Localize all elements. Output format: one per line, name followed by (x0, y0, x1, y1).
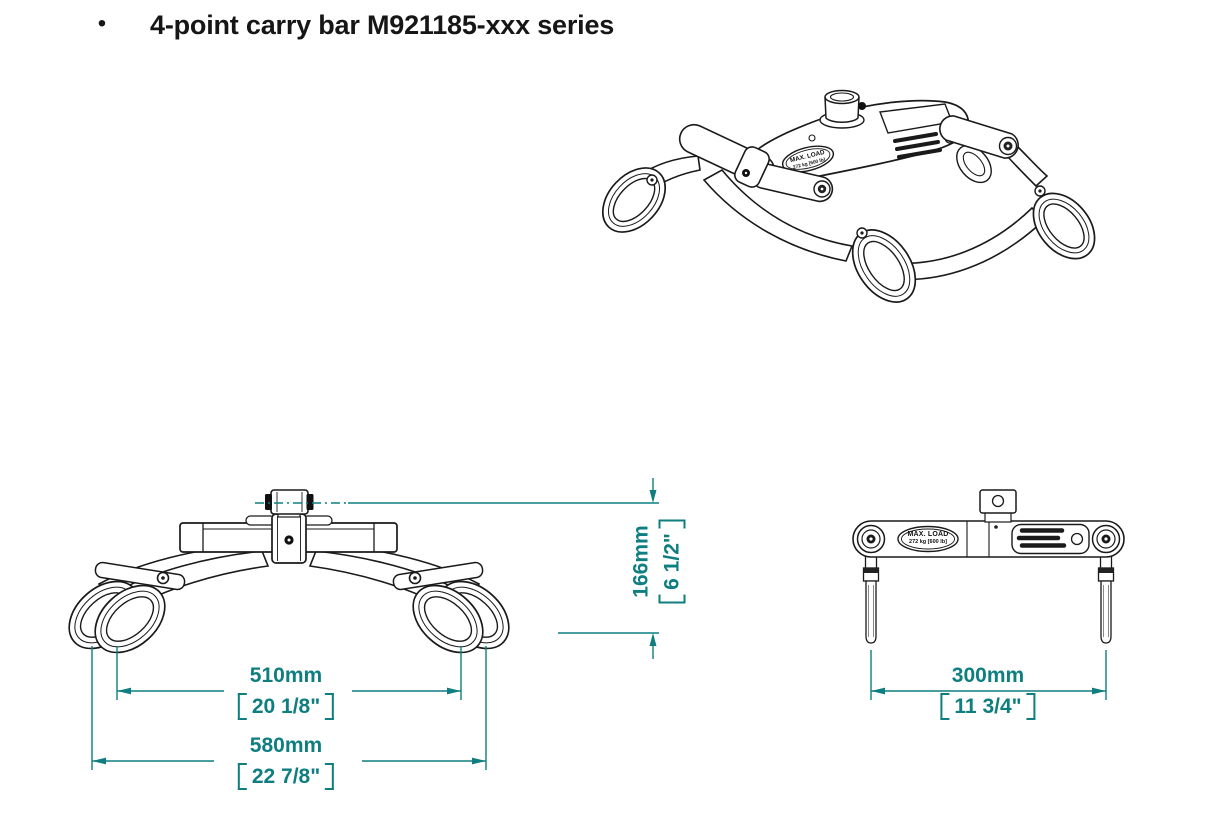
page-title: 4-point carry bar M921185-xxx series (150, 10, 615, 40)
dimension-arrows (92, 490, 1106, 765)
bracket-right (325, 693, 335, 720)
iso-center-clamp (734, 146, 770, 188)
bracket-right (658, 519, 686, 529)
dimension-580mm-imperial: 22 7/8" (237, 763, 335, 790)
side-view-drawing (852, 489, 1125, 644)
isometric-view-drawing: MAX. LOAD 272 kg [600 lb] (601, 89, 1096, 303)
iso-socket (819, 89, 866, 129)
bracket-left (237, 763, 247, 790)
dimension-166mm-imperial: 6 1/2" (658, 519, 686, 604)
max-load-line2: 272 kg [600 lb] (909, 539, 947, 546)
dimension-300mm: 300mm 11 3/4" (940, 664, 1036, 720)
dimension-300mm-imperial: 11 3/4" (940, 693, 1036, 720)
title-bullet: • (97, 10, 107, 37)
side-max-load-text: MAX. LOAD 272 kg [600 lb] (898, 527, 958, 550)
bracket-right (1026, 693, 1036, 720)
iso-grip-slots (893, 132, 942, 159)
iso-hook-far-right (1032, 192, 1096, 260)
side-attachment-knob (979, 489, 1017, 514)
dimension-510mm: 510mm 20 1/8" (237, 664, 335, 720)
front-view-drawing (55, 489, 523, 667)
bracket-left (940, 693, 950, 720)
max-load-line1: MAX. LOAD (907, 531, 949, 538)
bracket-left (237, 693, 247, 720)
bracket-right (325, 763, 335, 790)
side-max-load-badge (897, 525, 959, 553)
iso-max-load-badge: MAX. LOAD 272 kg [600 lb] (781, 145, 835, 173)
dimension-580mm: 580mm 22 7/8" (237, 734, 335, 790)
iso-hook-front-center (851, 229, 917, 303)
dimension-300mm-metric: 300mm (951, 664, 1025, 687)
bracket-left (658, 594, 686, 604)
iso-hook-back-right (956, 144, 992, 184)
dimension-166mm-metric: 166mm (629, 525, 653, 598)
dimension-510mm-imperial: 20 1/8" (237, 693, 335, 720)
page-title-row: • 4-point carry bar M921185-xxx series (92, 6, 614, 44)
dimension-166mm: 166mm 6 1/2" (629, 519, 686, 604)
dimension-510mm-metric: 510mm (249, 664, 323, 687)
dimension-580mm-metric: 580mm (249, 734, 323, 757)
dimension-lines (91, 478, 1107, 770)
